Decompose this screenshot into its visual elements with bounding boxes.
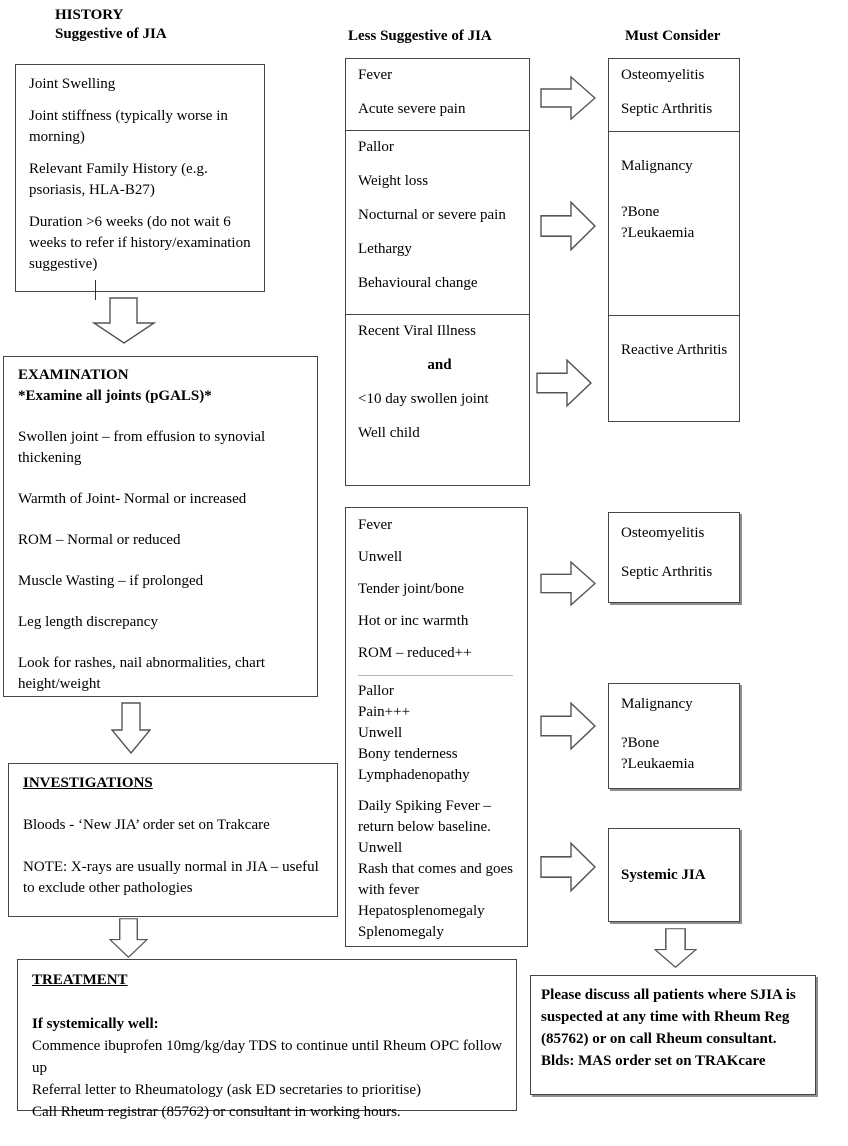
diagnosis: Osteomyelitis	[621, 67, 705, 83]
down-block-arrow-icon	[92, 297, 156, 344]
must-consider-section-malignancy: Malignancy ?Bone ?Leukaemia	[609, 131, 739, 315]
symptom: Unwell	[358, 549, 403, 565]
symptom: Pallor	[358, 139, 394, 155]
diagnosis: Malignancy	[621, 158, 693, 174]
down-block-arrow-icon	[654, 928, 697, 968]
diagnosis: Osteomyelitis	[621, 525, 705, 541]
symptom: Hot or inc warmth	[358, 613, 469, 629]
diagnosis: Septic Arthritis	[621, 101, 713, 117]
diagnosis: ?Bone	[621, 204, 660, 220]
symptom: ROM – reduced++	[358, 645, 472, 661]
less-suggestive-section-systemic: Pallor Weight loss Nocturnal or severe p…	[346, 130, 529, 314]
investigations-box: INVESTIGATIONS Bloods - ‘New JIA’ order …	[8, 763, 338, 917]
history-box: Joint Swelling Joint stiffness (typicall…	[15, 64, 265, 292]
osteomyelitis-box: Osteomyelitis Septic Arthritis	[608, 512, 740, 603]
history-column-header: HISTORY Suggestive of JIA	[55, 6, 167, 44]
treatment-line: Commence ibuprofen 10mg/kg/day TDS to co…	[32, 1038, 503, 1076]
must-consider-section-septic: Osteomyelitis Septic Arthritis	[609, 59, 739, 131]
treatment-box: TREATMENT If systemically well: Commence…	[17, 959, 517, 1120]
examination-title-line2: *Examine all joints (pGALS)*	[18, 388, 212, 404]
diagnosis: ?Leukaemia	[621, 756, 695, 772]
symptom: Weight loss	[358, 173, 429, 189]
must-consider-section-reactive: Reactive Arthritis	[609, 315, 739, 421]
malignancy-box: Malignancy ?Bone ?Leukaemia	[608, 683, 740, 789]
right-block-arrow-icon	[540, 701, 596, 751]
symptom: Lethargy	[358, 241, 412, 257]
systemic-jia-box: Systemic JIA	[608, 828, 740, 922]
diagnosis: ?Leukaemia	[621, 225, 695, 241]
examination-title-line1: EXAMINATION	[18, 367, 129, 383]
examination-item: Swollen joint – from effusion to synovia…	[18, 429, 266, 466]
treatment-line: Call Rheum registrar (85762) or consulta…	[32, 1104, 401, 1120]
symptom: Lymphadenopathy	[358, 767, 470, 783]
symptom: Hepatosplenomegaly	[358, 903, 485, 919]
down-block-arrow-icon	[111, 702, 151, 754]
less-suggestive-box-upper: Fever Acute severe pain Pallor Weight lo…	[345, 58, 530, 486]
diagnosis: ?Bone	[621, 735, 660, 751]
treatment-title: TREATMENT	[32, 972, 128, 988]
history-item: Joint stiffness (typically worse in morn…	[29, 108, 228, 145]
examination-item: Warmth of Joint- Normal or increased	[18, 491, 247, 507]
symptom: Unwell	[358, 725, 403, 741]
symptom: Well child	[358, 425, 420, 441]
right-block-arrow-icon	[540, 560, 596, 607]
malignancy-signs-group: Pallor Pain+++ Unwell Bony tenderness Ly…	[358, 681, 519, 786]
symptom: Splenomegaly	[358, 924, 444, 940]
symptom: Fever	[358, 517, 393, 533]
must-consider-header: Must Consider	[625, 28, 721, 44]
less-suggestive-section-fever: Fever Acute severe pain	[346, 59, 529, 130]
investigations-item: NOTE: X-rays are usually normal in JIA –…	[23, 859, 319, 896]
symptom: Rash that comes and goes with fever	[358, 861, 513, 898]
symptom: <10 day swollen joint	[358, 391, 489, 407]
sjia-advice-text: Please discuss all patients where SJIA i…	[541, 987, 796, 1047]
examination-item: Look for rashes, nail abnormalities, cha…	[18, 655, 266, 692]
history-item: Relevant Family History (e.g. psoriasis,…	[29, 161, 208, 198]
symptom: Acute severe pain	[358, 101, 466, 117]
symptom: Behavioural change	[358, 275, 478, 291]
examination-item: Muscle Wasting – if prolonged	[18, 573, 204, 589]
and-connector: and	[427, 357, 452, 373]
symptom: Tender joint/bone	[358, 581, 465, 597]
less-suggestive-section-viral: Recent Viral Illness and <10 day swollen…	[346, 314, 529, 485]
history-item: Joint Swelling	[29, 76, 116, 92]
diagnosis: Systemic JIA	[621, 866, 706, 883]
examination-box: EXAMINATION*Examine all joints (pGALS)* …	[3, 356, 318, 697]
history-header-line2: Suggestive of JIA	[55, 26, 167, 42]
diagnosis: Reactive Arthritis	[621, 342, 728, 358]
examination-item: Leg length discrepancy	[18, 614, 158, 630]
sjia-bloods-text: Blds: MAS order set on TRAKcare	[541, 1053, 766, 1069]
symptom: Fever	[358, 67, 393, 83]
examination-item: ROM – Normal or reduced	[18, 532, 181, 548]
must-consider-box-upper: Osteomyelitis Septic Arthritis Malignanc…	[608, 58, 740, 422]
right-block-arrow-icon	[536, 358, 592, 408]
connector-tick	[95, 280, 96, 300]
history-header-line1: HISTORY	[55, 7, 124, 23]
examination-title: EXAMINATION *Examine all joints (pGALS)*	[18, 365, 305, 407]
acute-signs-group: Fever Unwell Tender joint/bone Hot or in…	[358, 515, 519, 664]
symptom: Recent Viral Illness	[358, 323, 476, 339]
diagnosis: Malignancy	[621, 696, 693, 712]
symptom: Bony tenderness	[358, 746, 458, 762]
less-suggestive-header: Less Suggestive of JIA	[348, 28, 492, 44]
treatment-lead: If systemically well:	[32, 1016, 159, 1032]
systemic-jia-signs-group: Daily Spiking Fever – return below basel…	[358, 796, 519, 943]
symptom: Pallor	[358, 683, 394, 699]
investigations-title: INVESTIGATIONS	[23, 775, 153, 791]
right-block-arrow-icon	[540, 841, 596, 893]
right-block-arrow-icon	[540, 75, 596, 121]
less-suggestive-box-lower: Fever Unwell Tender joint/bone Hot or in…	[345, 507, 528, 947]
treatment-line: Referral letter to Rheumatology (ask ED …	[32, 1082, 422, 1098]
light-divider	[358, 675, 513, 676]
down-block-arrow-icon	[109, 918, 148, 958]
investigations-item: Bloods - ‘New JIA’ order set on Trakcare	[23, 817, 270, 833]
symptom: Unwell	[358, 840, 403, 856]
right-block-arrow-icon	[540, 200, 596, 252]
sjia-advice-box: Please discuss all patients where SJIA i…	[530, 975, 816, 1095]
symptom: Daily Spiking Fever – return below basel…	[358, 798, 491, 835]
symptom: Pain+++	[358, 704, 411, 720]
diagnosis: Septic Arthritis	[621, 564, 713, 580]
symptom: Nocturnal or severe pain	[358, 207, 506, 223]
history-item: Duration >6 weeks (do not wait 6 weeks t…	[29, 214, 251, 272]
malignancy-sub-group: ?Bone ?Leukaemia	[621, 733, 731, 775]
